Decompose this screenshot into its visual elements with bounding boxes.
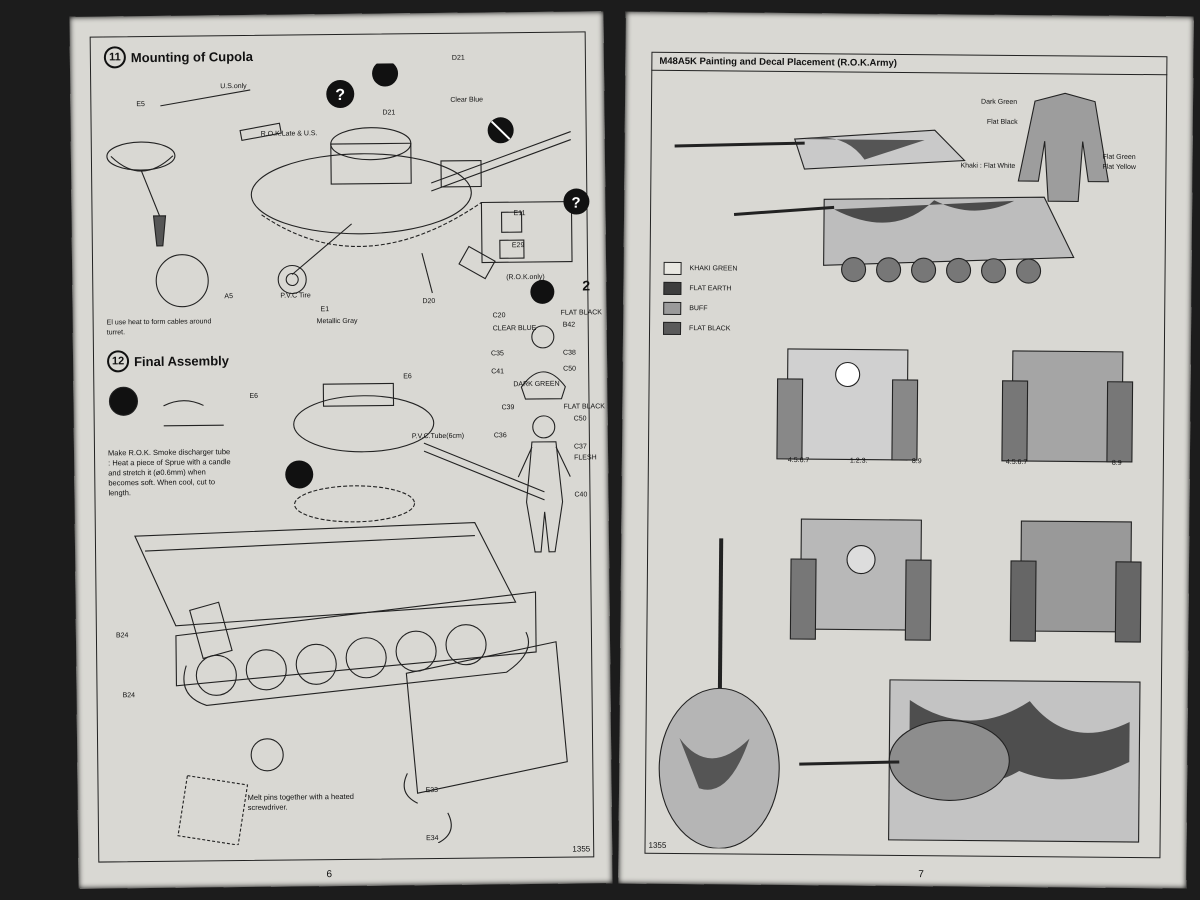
decal-123: 1.2.3. bbox=[849, 457, 868, 465]
fig-c20: C20 bbox=[492, 312, 506, 320]
right-instruction-page: M48A5K Painting and Decal Placement (R.O… bbox=[618, 11, 1194, 889]
note-smoke-discharger: Make R.O.K. Smoke discharger tube : Heat… bbox=[107, 447, 231, 498]
legend-swatch bbox=[663, 261, 682, 276]
label-e6-a: E6 bbox=[249, 392, 259, 400]
uniform-khaki-flat-white: Khaki : Flat White bbox=[960, 162, 1016, 170]
section-11-number: 11 bbox=[103, 46, 126, 69]
label-pvc-tube: P.V.C.Tube(6cm) bbox=[411, 432, 465, 441]
right-page-number: 7 bbox=[918, 869, 924, 881]
right-page-code: 1355 bbox=[648, 840, 667, 850]
label-e29: E29 bbox=[511, 242, 525, 250]
section-11-title: Mounting of Cupola bbox=[130, 48, 253, 65]
label-e34: E34 bbox=[426, 835, 439, 843]
label-clear-blue: Clear Blue bbox=[450, 96, 484, 104]
label-b24-a: B24 bbox=[115, 632, 129, 640]
left-instruction-page: 11 Mounting of Cupola ? bbox=[69, 11, 613, 889]
legend-flat-earth: FLAT EARTH bbox=[663, 281, 732, 296]
fig-clear-blue: CLEAR BLUE bbox=[492, 324, 537, 333]
fig-c40: C40 bbox=[574, 491, 588, 499]
label-e6-b: E6 bbox=[403, 373, 412, 381]
uniform-flat-green: Flat Green bbox=[1102, 153, 1136, 161]
label-d20: D20 bbox=[422, 298, 436, 306]
left-page-code: 1355 bbox=[572, 844, 591, 854]
legend-label: FLAT EARTH bbox=[689, 285, 732, 293]
legend-swatch bbox=[663, 301, 682, 316]
uniform-flat-yellow: Flat Yellow bbox=[1102, 163, 1136, 171]
fig-c37: C37 bbox=[573, 443, 587, 451]
label-pvc-tire: P.V.C Tire bbox=[280, 292, 311, 300]
legend-buff: BUFF bbox=[663, 301, 708, 316]
note-heat-cables: El use heat to form cables around turret… bbox=[106, 318, 212, 337]
decal-4567-b: 4.5.6.7 bbox=[1005, 458, 1028, 467]
fig-c50-b: C50 bbox=[573, 415, 587, 423]
section-12-heading: 12 Final Assembly bbox=[106, 349, 230, 373]
label-e33: E33 bbox=[425, 787, 439, 795]
fig-b42: B42 bbox=[562, 321, 576, 329]
svg-text:?: ? bbox=[335, 87, 345, 104]
legend-label: FLAT BLACK bbox=[689, 325, 731, 333]
crew-figures-drawing bbox=[517, 325, 571, 553]
painting-guide-drawings bbox=[658, 92, 1142, 849]
note-melt-pins: Melt pins together with a heated screwdr… bbox=[247, 791, 355, 812]
label-d21-a: D21 bbox=[382, 109, 396, 117]
label-e11: E11 bbox=[513, 210, 526, 218]
fig-flat-black-1: FLAT BLACK bbox=[560, 309, 602, 317]
fig-c35: C35 bbox=[490, 350, 504, 358]
label-b24-b: B24 bbox=[122, 692, 136, 700]
legend-label: KHAKI GREEN bbox=[689, 265, 738, 273]
legend-swatch bbox=[662, 321, 682, 336]
fig-c38: C38 bbox=[562, 349, 576, 357]
svg-text:?: ? bbox=[571, 194, 580, 211]
label-e5: E5 bbox=[136, 101, 145, 109]
label-d21-b: D21 bbox=[451, 54, 465, 62]
label-e1: E1 bbox=[320, 306, 330, 314]
label-us-only: U.S.only bbox=[220, 82, 247, 91]
decal-89-a: 8.9 bbox=[911, 458, 922, 466]
color-legend: KHAKI GREEN FLAT EARTH BUFF FLAT BLACK bbox=[626, 12, 1194, 336]
section-12-number: 12 bbox=[106, 350, 130, 373]
label-rok-late-us: R.O.K.Late & U.S. bbox=[260, 130, 318, 138]
left-page-number: 6 bbox=[326, 869, 333, 881]
legend-khaki-green: KHAKI GREEN bbox=[663, 261, 738, 276]
decal-4567-a: 4.5.6.7 bbox=[787, 456, 810, 465]
decal-89-b: 8.9 bbox=[1111, 459, 1122, 467]
section-12-title: Final Assembly bbox=[133, 352, 230, 369]
legend-flat-black: FLAT BLACK bbox=[662, 321, 731, 336]
legend-swatch bbox=[663, 281, 682, 296]
label-a5: A5 bbox=[224, 293, 233, 301]
label-quantity-2: 2 bbox=[582, 277, 591, 294]
uniform-flat-black: Flat Black bbox=[986, 118, 1018, 126]
legend-label: BUFF bbox=[689, 305, 708, 313]
cupola-assembly-drawing: ? ? bbox=[106, 61, 590, 308]
final-assembly-drawing bbox=[108, 382, 568, 846]
label-rok-only: (R.O.K.only) bbox=[506, 273, 545, 282]
label-metallic-gray: Metallic Gray bbox=[316, 317, 358, 326]
fig-flesh: FLESH bbox=[574, 454, 597, 462]
uniform-dark-green: Dark Green bbox=[981, 98, 1018, 106]
